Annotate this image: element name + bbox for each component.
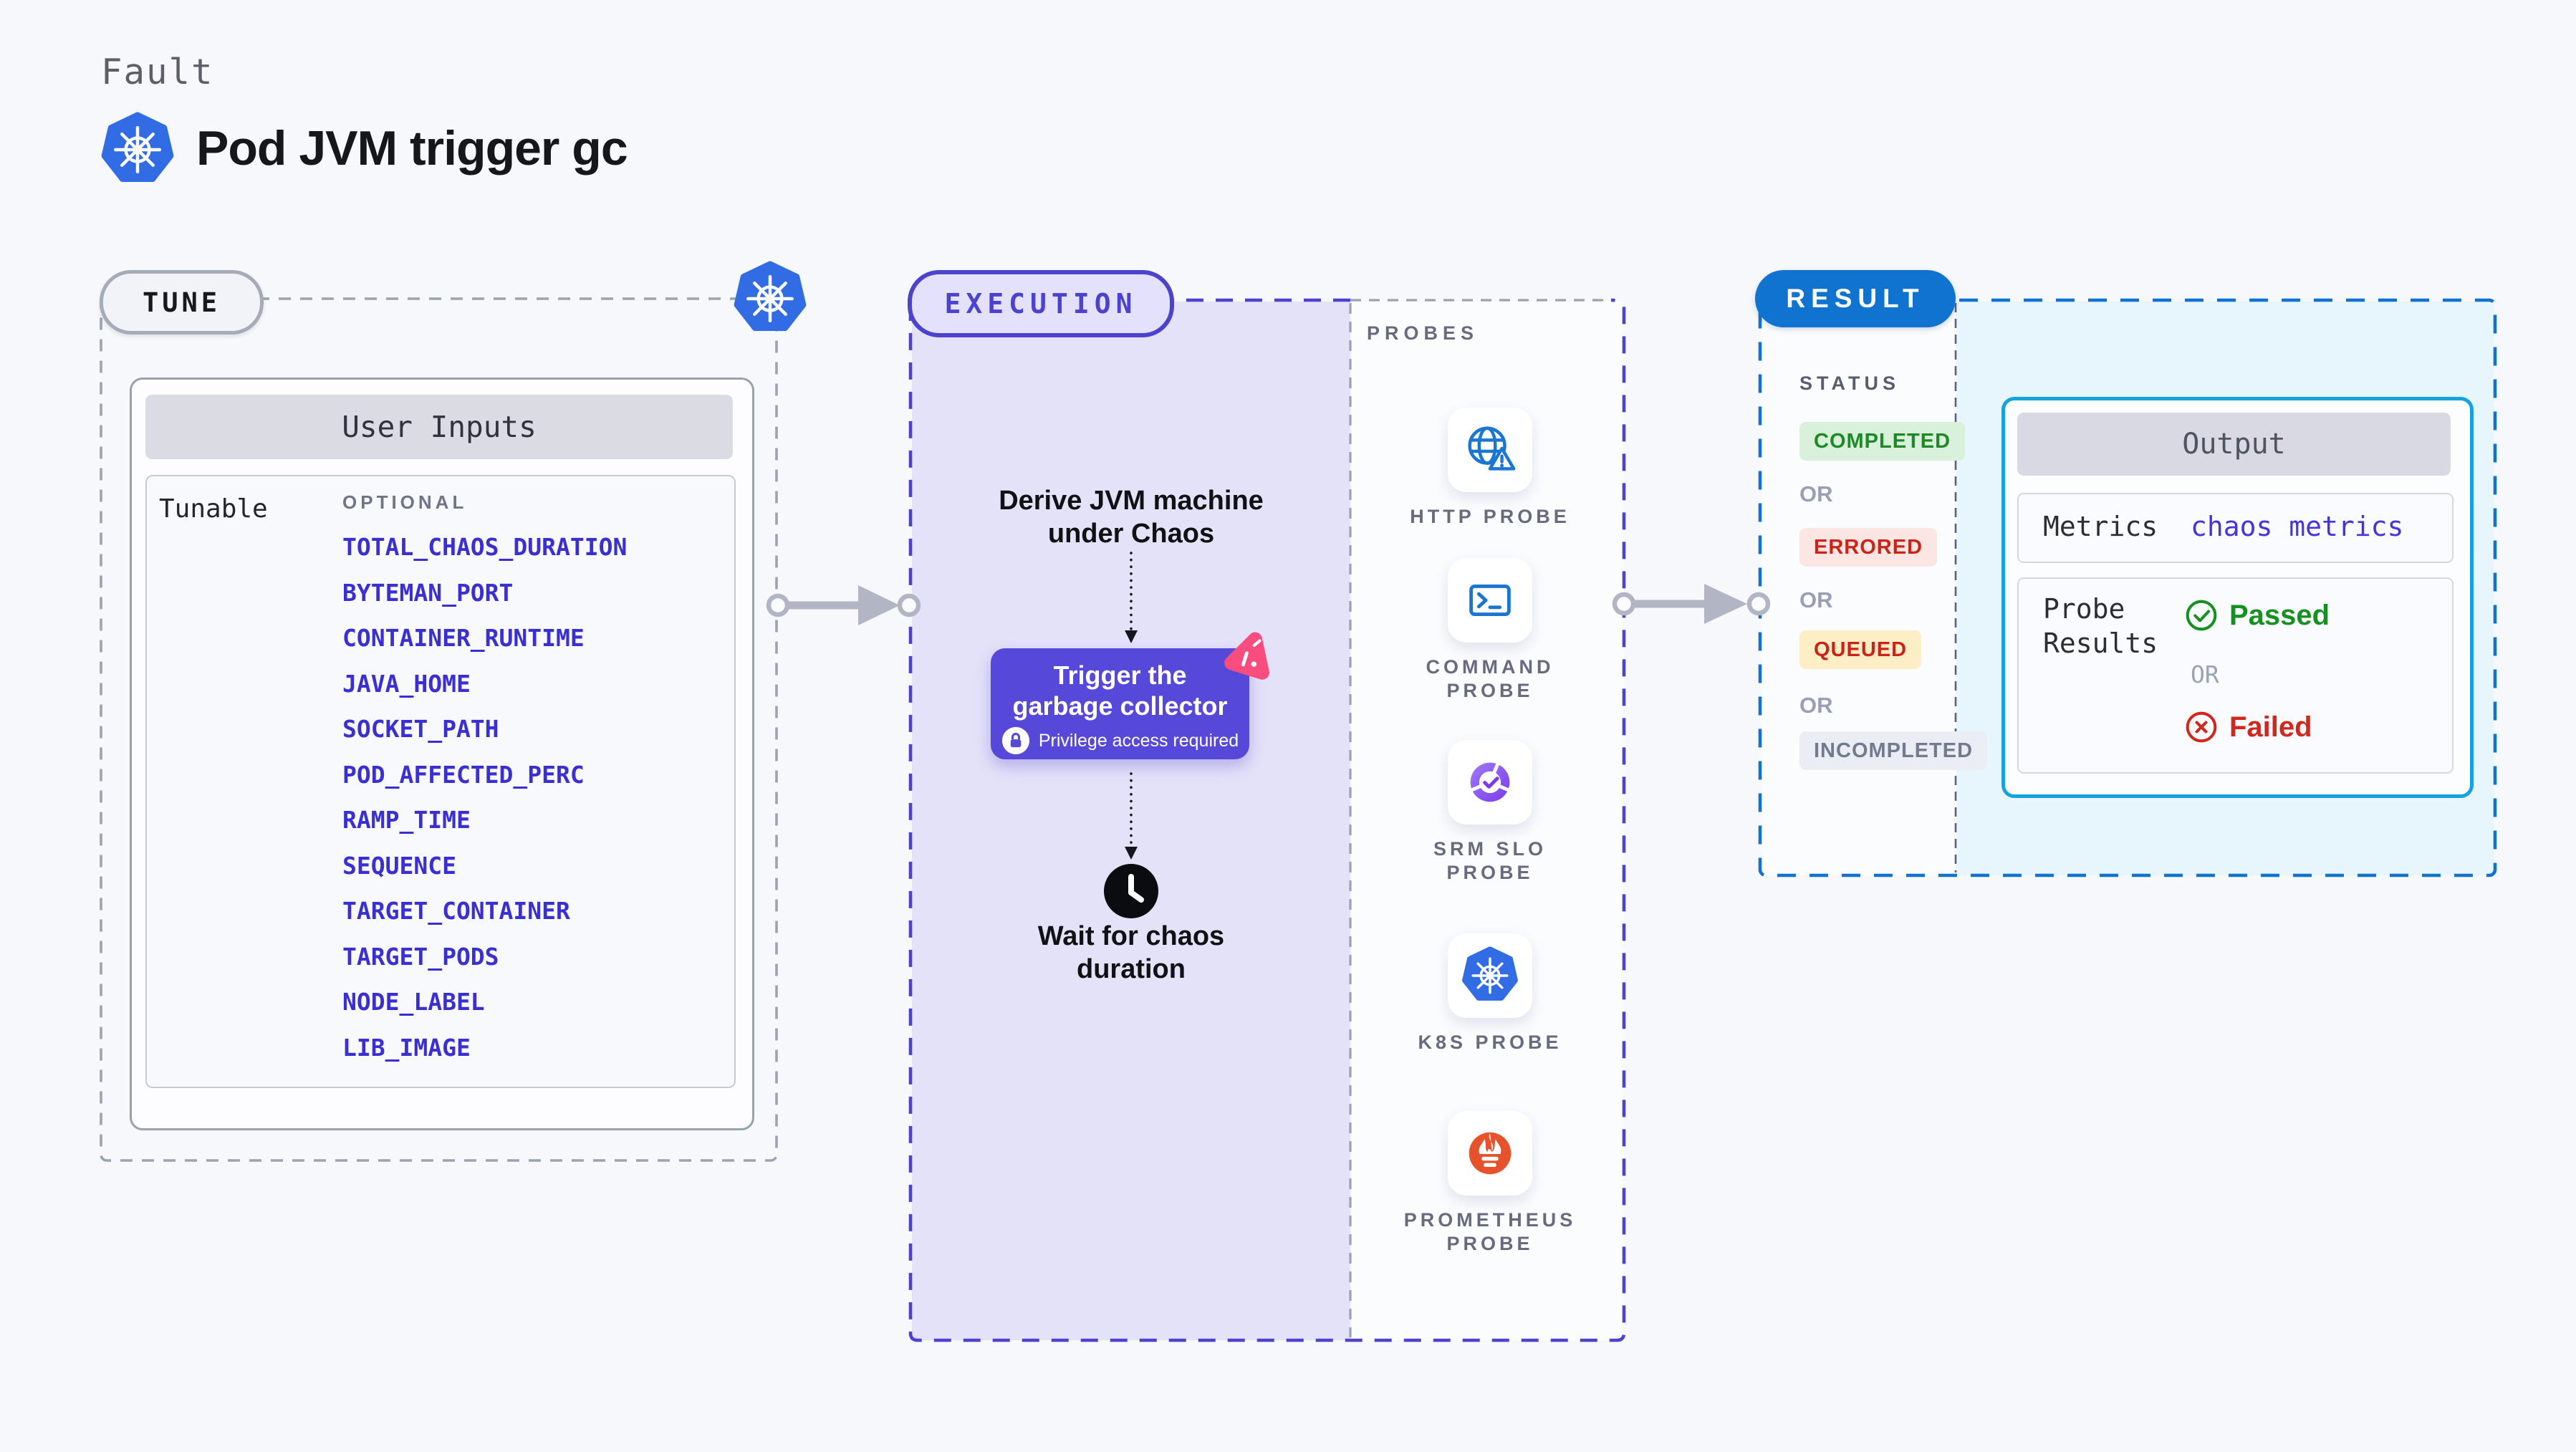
output-card-header: Output (2017, 413, 2451, 476)
wait-step-label: Wait for chaos duration (1037, 921, 1225, 984)
privilege-note: Privilege access required (1038, 730, 1239, 751)
metrics-value-link[interactable]: chaos metrics (2191, 511, 2404, 542)
trigger-step-label: Trigger the garbage collector (1012, 660, 1228, 721)
tunable-param[interactable]: NODE_LABEL (342, 988, 485, 1016)
execution-to-result-arrow (1612, 584, 1771, 624)
result-pill[interactable]: RESULT (1755, 270, 1956, 327)
x-circle-icon (2186, 711, 2217, 743)
tunable-param[interactable]: TOTAL_CHAOS_DURATION (342, 533, 628, 561)
trigger-gc-step-card[interactable]: Trigger the garbage collector Privilege … (991, 648, 1249, 759)
or-separator: OR (1799, 587, 1833, 612)
check-circle-icon (2186, 600, 2217, 631)
prometheus-probe-icon (1469, 1132, 1512, 1175)
status-badge-incompleted: INCOMPLETED (1799, 731, 1988, 770)
or-separator: OR (1799, 481, 1833, 506)
probe-item-http: HTTP PROBE (1397, 408, 1583, 529)
tunable-param[interactable]: LIB_IMAGE (342, 1033, 471, 1062)
passed-label: Passed (2229, 599, 2330, 631)
probe-results-label: Probe Results (2043, 593, 2158, 659)
tunable-param[interactable]: TARGET_CONTAINER (342, 897, 570, 925)
tunable-row-label: Tunable (159, 494, 268, 524)
probe-label: HTTP PROBE (1410, 506, 1570, 527)
clock-icon (1101, 861, 1161, 921)
user-inputs-card-header: User Inputs (145, 395, 733, 459)
command-probe-icon (1469, 585, 1511, 616)
or-separator: OR (2191, 660, 2219, 688)
tunable-param[interactable]: SOCKET_PATH (342, 715, 499, 743)
tunable-param[interactable]: POD_AFFECTED_PERC (342, 760, 585, 789)
k8s-probe-card[interactable] (1448, 933, 1532, 1018)
derive-step-label: Derive JVM machine under Chaos (999, 486, 1264, 549)
probe-result-passed: Passed (2185, 599, 2330, 632)
probe-label: SRM SLO PROBE (1433, 838, 1547, 883)
tunable-param[interactable]: BYTEMAN_PORT (342, 578, 514, 607)
kubernetes-icon (100, 112, 176, 188)
page-title: Pod JVM trigger gc (196, 121, 628, 176)
failed-label: Failed (2229, 711, 2312, 743)
optional-column-header: OPTIONAL (342, 491, 468, 513)
tunable-param[interactable]: JAVA_HOME (342, 669, 471, 698)
lock-icon (1001, 726, 1030, 755)
probe-item-srm-slo: SRM SLO PROBE (1397, 740, 1583, 885)
or-separator: OR (1799, 693, 1833, 718)
status-badge-queued: QUEUED (1799, 630, 1922, 669)
probes-heading: PROBES (1367, 322, 1479, 344)
srm-slo-probe-card[interactable] (1448, 740, 1532, 824)
http-probe-icon (1468, 426, 1516, 471)
srm-slo-probe-icon (1470, 762, 1510, 802)
http-probe-card[interactable] (1448, 408, 1532, 492)
kubernetes-icon (732, 261, 808, 337)
probe-label: PROMETHEUS PROBE (1403, 1209, 1577, 1254)
tunable-param[interactable]: RAMP_TIME (342, 806, 471, 834)
tunable-param-list: TOTAL_CHAOS_DURATION BYTEMAN_PORT CONTAI… (342, 524, 729, 1070)
tune-pill[interactable]: TUNE (100, 270, 264, 335)
tune-to-execution-arrow (766, 585, 921, 625)
chaos-experiment-icon (1216, 628, 1275, 686)
probe-result-failed: Failed (2185, 711, 2312, 744)
prometheus-probe-card[interactable] (1448, 1111, 1532, 1196)
tunable-param[interactable]: CONTAINER_RUNTIME (342, 624, 585, 652)
probe-item-command: COMMAND PROBE (1397, 558, 1583, 703)
probe-item-k8s: K8S PROBE (1397, 933, 1583, 1054)
status-badge-errored: ERRORED (1799, 528, 1938, 567)
execution-section-background (912, 302, 1350, 1340)
tunable-param[interactable]: TARGET_PODS (342, 942, 499, 971)
probe-label: COMMAND PROBE (1426, 656, 1554, 701)
probe-item-prometheus: PROMETHEUS PROBE (1397, 1111, 1583, 1256)
command-probe-card[interactable] (1448, 558, 1532, 643)
status-heading: STATUS (1799, 372, 1900, 394)
tunable-param[interactable]: SEQUENCE (342, 851, 456, 880)
probe-label: K8S PROBE (1418, 1032, 1562, 1053)
fault-eyebrow: Fault (101, 52, 214, 92)
status-badge-completed: COMPLETED (1799, 422, 1966, 461)
k8s-probe-icon (1462, 946, 1518, 1001)
execution-pill[interactable]: EXECUTION (908, 270, 1174, 337)
metrics-label: Metrics (2043, 511, 2158, 542)
